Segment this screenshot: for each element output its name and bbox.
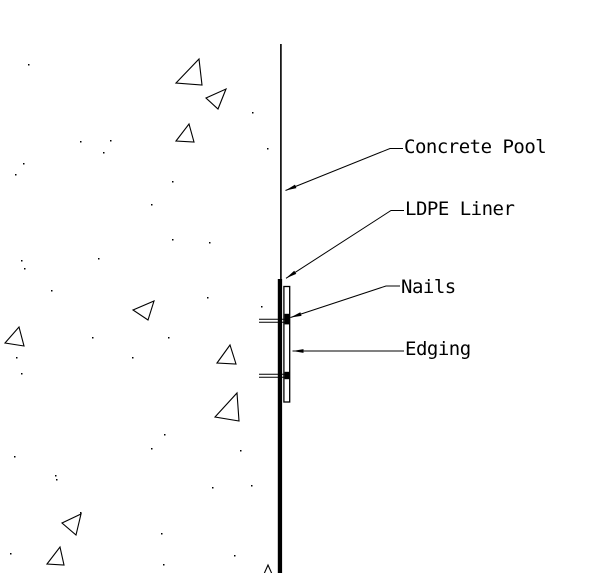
concrete-hatch-dot xyxy=(168,337,170,339)
concrete-hatch-dot xyxy=(21,260,23,262)
concrete-hatch-triangle xyxy=(263,563,273,573)
nail-head xyxy=(284,371,290,380)
concrete-hatch-dot xyxy=(16,357,18,359)
concrete-hatch-dot xyxy=(251,485,253,487)
concrete-hatch-dot xyxy=(161,533,163,535)
concrete-hatch-dot xyxy=(151,448,153,450)
concrete-hatch-dot xyxy=(151,204,153,206)
concrete-hatch-dot xyxy=(23,163,25,165)
leader-ldpe-liner xyxy=(285,210,404,279)
concrete-hatch-dot xyxy=(163,564,165,566)
label-ldpe-liner: LDPE Liner xyxy=(405,198,515,220)
concrete-hatch-dot xyxy=(110,140,112,142)
concrete-hatch-dot xyxy=(28,64,30,66)
concrete-hatch-dot xyxy=(103,152,105,154)
concrete-hatch-dot xyxy=(207,297,209,299)
leader-arrowhead-edging xyxy=(292,349,304,353)
concrete-hatch-dot xyxy=(164,434,166,436)
leader-arrowhead-concrete-pool xyxy=(285,184,297,191)
nail-head xyxy=(284,313,290,325)
concrete-hatch-triangle xyxy=(215,343,237,365)
leader-nails xyxy=(290,285,400,318)
concrete-hatch-dot xyxy=(51,290,53,292)
concrete-hatch-triangle xyxy=(131,300,155,321)
concrete-hatch-dot xyxy=(98,258,100,260)
edging-board xyxy=(283,285,291,403)
concrete-hatch-dot xyxy=(56,479,58,481)
concrete-hatch-dot xyxy=(55,475,57,477)
leader-arrowhead-nails xyxy=(290,312,302,318)
concrete-hatch-dot xyxy=(132,357,134,359)
concrete-hatch-dot xyxy=(80,512,82,514)
concrete-hatch-dot xyxy=(209,242,211,244)
concrete-hatch-dot xyxy=(267,148,269,150)
concrete-hatch-dot xyxy=(172,239,174,241)
concrete-hatch-triangle xyxy=(174,57,203,86)
leader-concrete-pool xyxy=(285,148,403,191)
concrete-hatch-dot xyxy=(14,456,16,458)
concrete-hatch-dot xyxy=(24,268,26,270)
concrete-hatch-dot xyxy=(261,306,263,308)
concrete-hatch-triangle xyxy=(3,325,25,347)
concrete-hatch-dot xyxy=(15,174,17,176)
concrete-hatch-dot xyxy=(92,337,94,339)
concrete-hatch-triangle xyxy=(213,391,240,422)
label-concrete-pool: Concrete Pool xyxy=(404,136,547,158)
concrete-hatch-triangle xyxy=(205,87,228,110)
concrete-hatch-dot xyxy=(240,450,242,452)
concrete-hatch-dot xyxy=(252,112,254,114)
ldpe-liner-line xyxy=(277,279,283,573)
label-nails: Nails xyxy=(401,276,456,298)
label-edging: Edging xyxy=(405,338,471,360)
concrete-hatch-triangle xyxy=(45,545,65,566)
concrete-hatch-dot xyxy=(21,373,23,375)
concrete-hatch-triangle xyxy=(60,513,82,537)
concrete-hatch-dot xyxy=(80,141,82,143)
concrete-hatch-dot xyxy=(234,555,236,557)
concrete-hatch-triangle xyxy=(174,122,195,143)
leader-arrowhead-ldpe-liner xyxy=(286,270,297,279)
concrete-hatch-dot xyxy=(172,181,174,183)
concrete-hatch-dot xyxy=(212,487,214,489)
concrete-hatch-dot xyxy=(10,553,12,555)
